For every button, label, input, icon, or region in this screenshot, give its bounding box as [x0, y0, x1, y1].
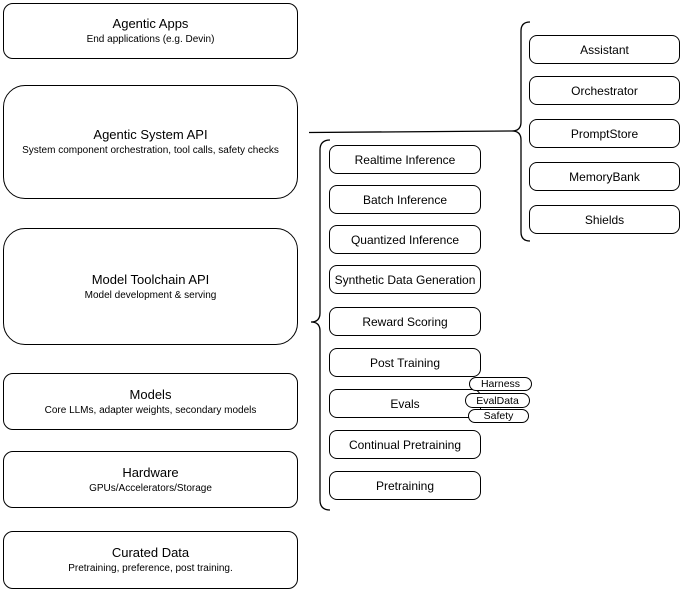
box-agentic-system-api-subtitle: System component orchestration, tool cal…: [22, 145, 279, 156]
box-models: Models Core LLMs, adapter weights, secon…: [3, 373, 298, 430]
box-model-toolchain-api-subtitle: Model development & serving: [84, 289, 217, 301]
toolchain-item-batch-inference: Batch Inference: [329, 185, 481, 214]
box-agentic-system-api: Agentic System API System component orch…: [3, 85, 298, 199]
toolchain-item-evals: Evals: [329, 389, 481, 418]
system-item-orchestrator: Orchestrator: [529, 76, 680, 105]
system-item-memorybank: MemoryBank: [529, 162, 680, 191]
evals-tag-harness: Harness: [469, 377, 532, 391]
box-hardware-subtitle: GPUs/Accelerators/Storage: [89, 482, 212, 494]
evals-tag-safety: Safety: [468, 409, 529, 423]
box-models-title: Models: [129, 386, 172, 402]
system-item-promptstore: PromptStore: [529, 119, 680, 148]
toolchain-item-quantized-inference: Quantized Inference: [329, 225, 481, 254]
box-hardware: Hardware GPUs/Accelerators/Storage: [3, 451, 298, 508]
toolchain-bracket: [310, 139, 331, 511]
box-models-subtitle: Core LLMs, adapter weights, secondary mo…: [44, 404, 257, 416]
toolchain-item-pretraining: Pretraining: [329, 471, 481, 500]
toolchain-item-reward-scoring: Reward Scoring: [329, 307, 481, 336]
evals-tag-evaldata: EvalData: [465, 393, 530, 408]
box-hardware-title: Hardware: [122, 464, 179, 480]
box-model-toolchain-api-title: Model Toolchain API: [91, 271, 210, 287]
box-agentic-system-api-title: Agentic System API: [93, 127, 208, 142]
toolchain-item-post-training: Post Training: [329, 348, 481, 377]
box-curated-data-title: Curated Data: [111, 545, 190, 560]
system-item-shields: Shields: [529, 205, 680, 234]
box-curated-data-subtitle: Pretraining, preference, post training.: [68, 563, 233, 574]
box-agentic-apps-title: Agentic Apps: [112, 16, 189, 31]
toolchain-item-synthetic-data-generation: Synthetic Data Generation: [329, 265, 481, 294]
box-agentic-apps: Agentic Apps End applications (e.g. Devi…: [3, 3, 298, 59]
box-agentic-apps-subtitle: End applications (e.g. Devin): [86, 34, 215, 45]
system-item-assistant: Assistant: [529, 35, 680, 64]
system-bracket: [511, 21, 531, 242]
toolchain-item-realtime-inference: Realtime Inference: [329, 145, 481, 174]
system-connector-line: [308, 130, 513, 134]
box-curated-data: Curated Data Pretraining, preference, po…: [3, 531, 298, 589]
toolchain-item-continual-pretraining: Continual Pretraining: [329, 430, 481, 459]
box-model-toolchain-api: Model Toolchain API Model development & …: [3, 228, 298, 345]
